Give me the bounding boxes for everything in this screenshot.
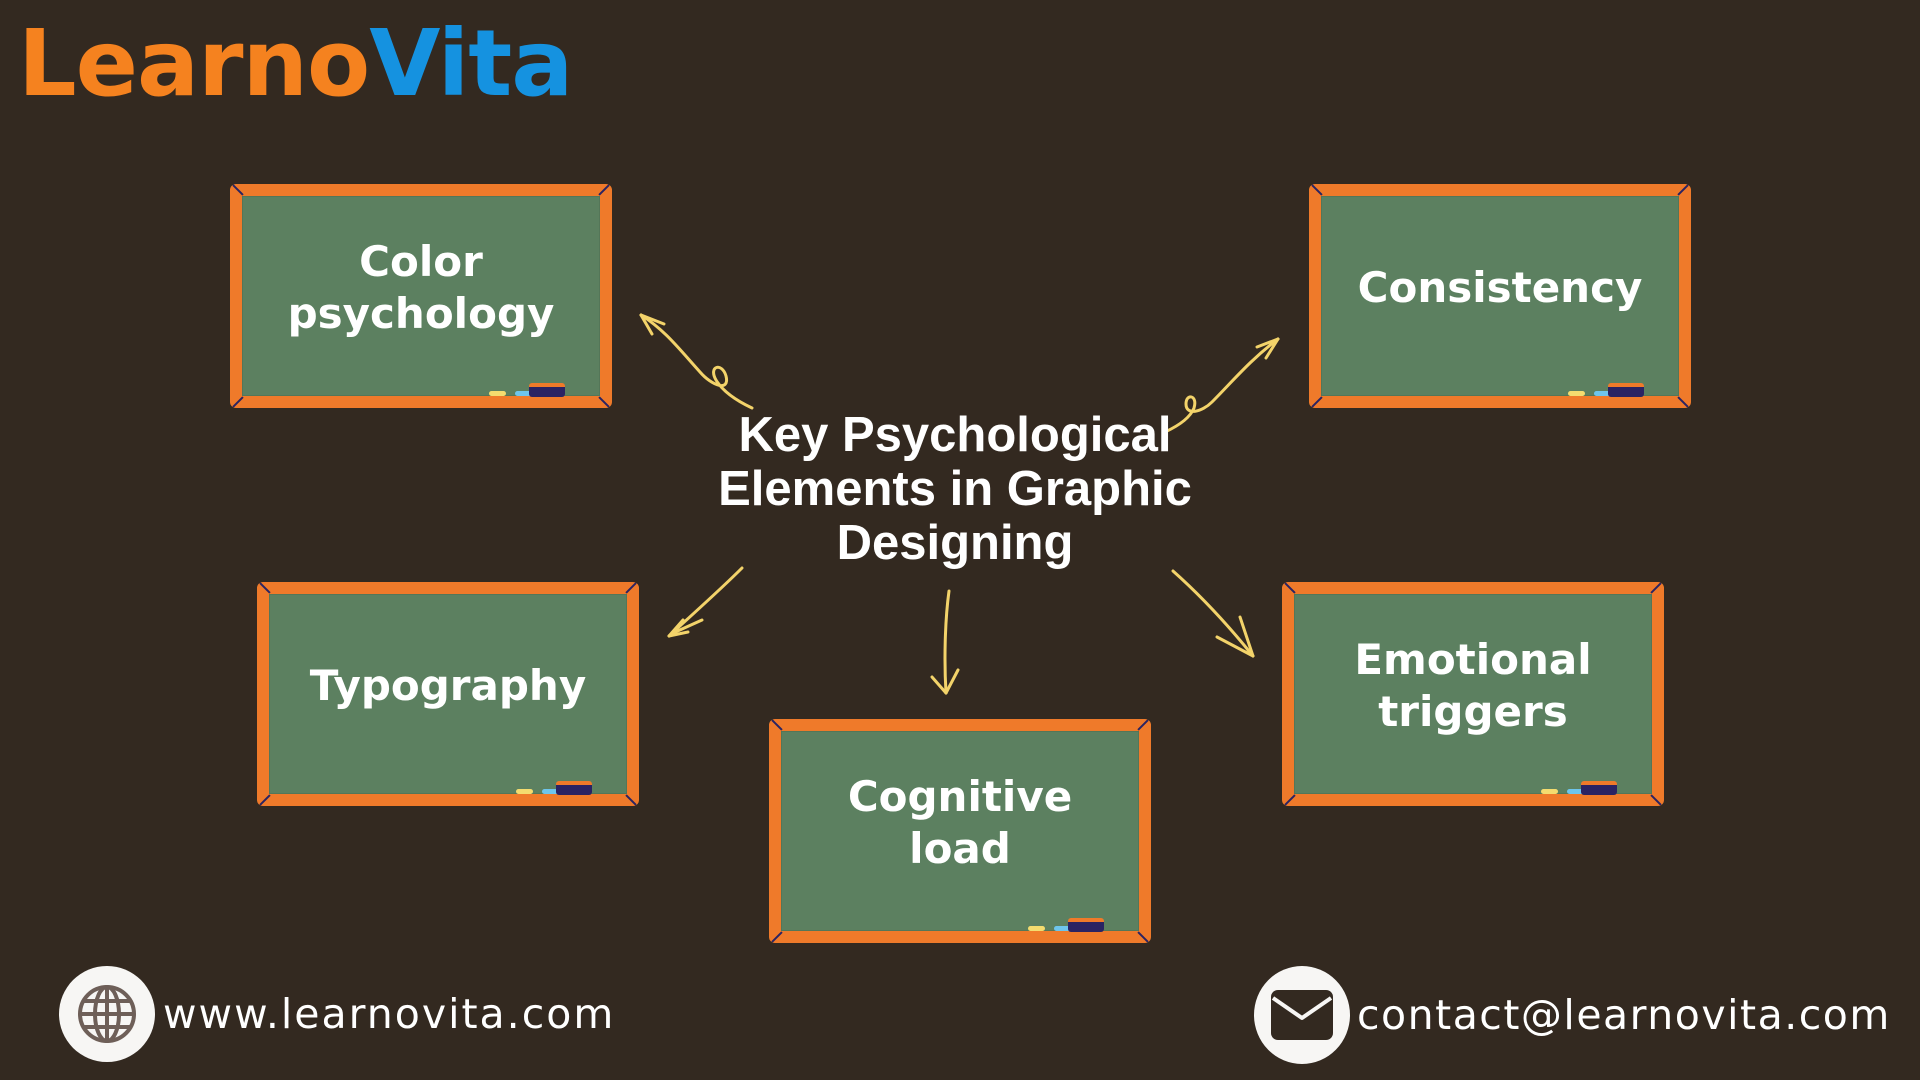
globe-icon (59, 966, 155, 1062)
arrow-to-emotional-triggers-icon (1171, 569, 1255, 658)
board-emotional-triggers: Emotional triggers (1282, 582, 1664, 806)
blue-chalk-icon (1054, 926, 1071, 931)
arrow-to-color-psychology-icon (639, 313, 754, 410)
yellow-chalk-icon (1568, 391, 1585, 396)
board-color-psychology: Color psychology (230, 184, 612, 408)
arrow-to-cognitive-load-icon (930, 589, 960, 695)
board-consistency: Consistency (1309, 184, 1691, 408)
yellow-chalk-icon (1028, 926, 1045, 931)
center-title: Key Psychological Elements in Graphic De… (718, 408, 1192, 570)
board-label: Color psychology (287, 237, 555, 338)
eraser-icon (529, 383, 565, 397)
website-link[interactable]: www.learnovita.com (163, 990, 616, 1038)
yellow-chalk-icon (1541, 789, 1558, 794)
logo-learno: Learno (18, 10, 370, 117)
yellow-chalk-icon (489, 391, 506, 396)
board-label: Emotional triggers (1354, 635, 1592, 736)
eraser-icon (1068, 918, 1104, 932)
yellow-chalk-icon (516, 789, 533, 794)
envelope-icon (1254, 966, 1350, 1064)
blue-chalk-icon (515, 391, 532, 396)
arrow-to-typography-icon (667, 566, 744, 638)
eraser-icon (1608, 383, 1644, 397)
blue-chalk-icon (1567, 789, 1584, 794)
footer-website[interactable]: www.learnovita.com (59, 966, 615, 1062)
blue-chalk-icon (1594, 391, 1611, 396)
board-label: Cognitive load (847, 772, 1073, 873)
eraser-icon (1581, 781, 1617, 795)
email-link[interactable]: contact@learnovita.com (1357, 991, 1891, 1039)
board-label: Typography (309, 661, 587, 710)
footer-email[interactable]: contact@learnovita.com (1254, 966, 1891, 1064)
blue-chalk-icon (542, 789, 559, 794)
board-label: Consistency (1357, 263, 1643, 312)
logo-vita: Vita (369, 10, 573, 117)
eraser-icon (556, 781, 592, 795)
board-cognitive-load: Cognitive load (769, 719, 1151, 943)
board-typography: Typography (257, 582, 639, 806)
